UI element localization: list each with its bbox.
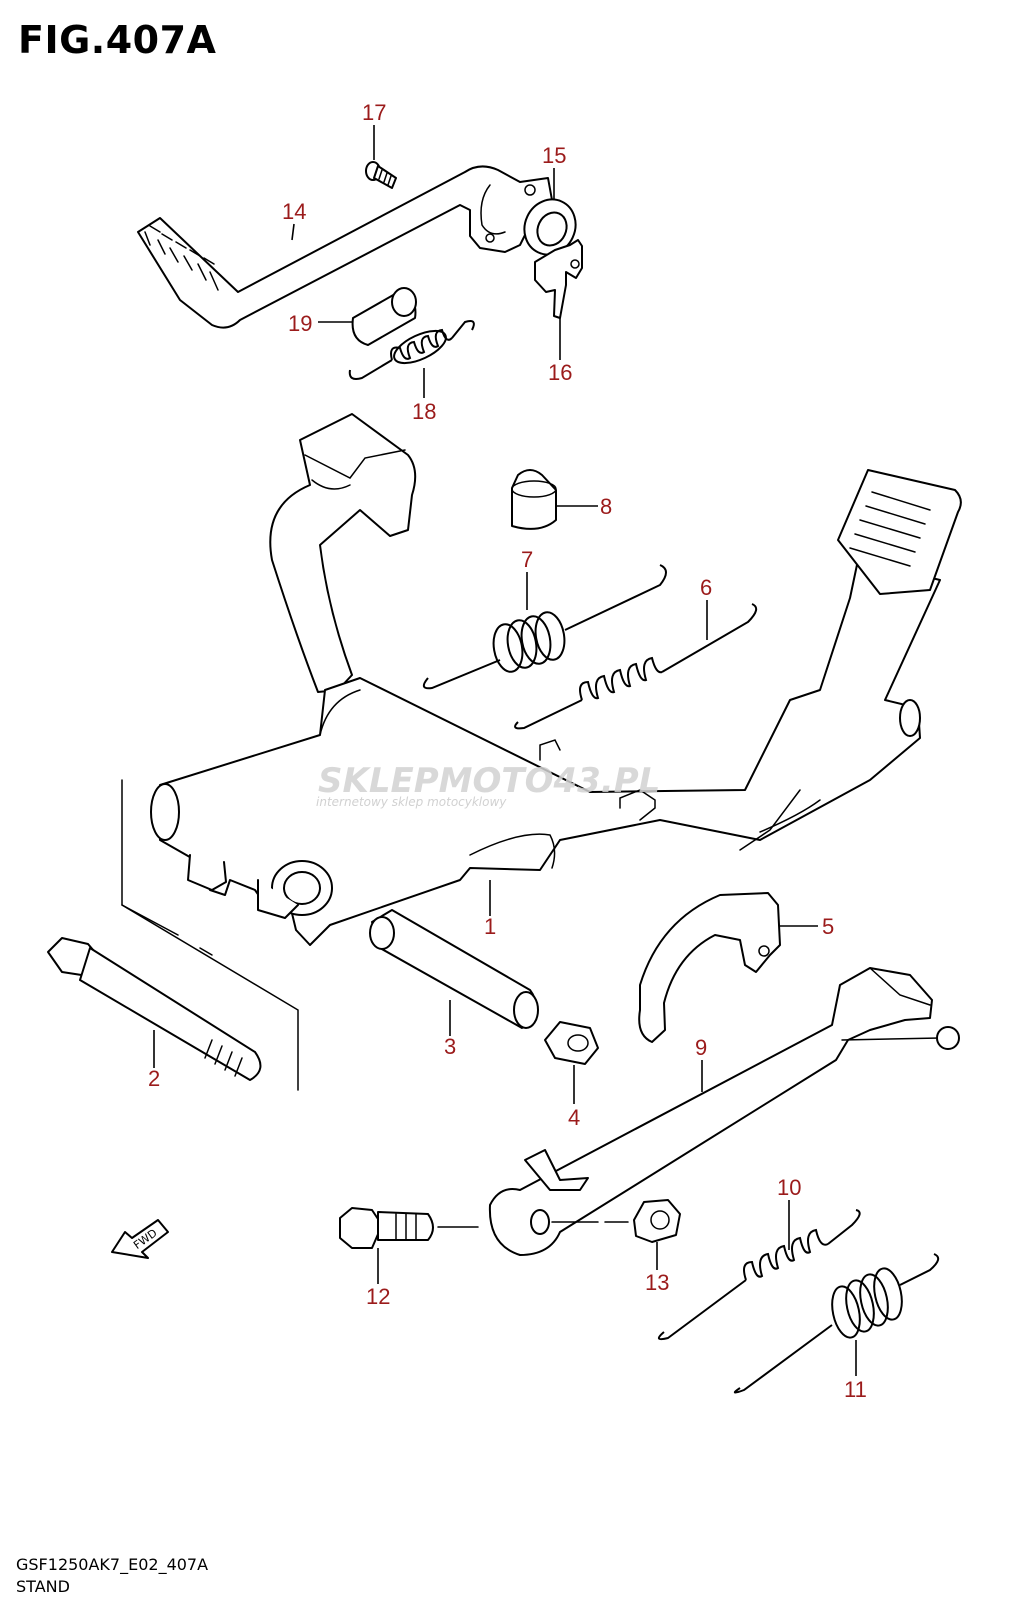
callout-8: 8	[600, 494, 612, 519]
spring-11-part	[733, 1253, 940, 1394]
pin-3-part	[369, 909, 539, 1029]
spring-7-part	[422, 564, 667, 690]
callout-13: 13	[645, 1270, 669, 1295]
callout-labels: 17 15 14 19 16 18 8 7 6 1 5 3 9 2 4 10 1…	[148, 100, 867, 1402]
callout-19: 19	[288, 311, 312, 336]
callout-11: 11	[844, 1377, 867, 1402]
bolt-17-part	[365, 161, 397, 189]
watermark-brand: SKLEPMOTO43.PL	[318, 761, 660, 801]
leader-lines	[153, 125, 857, 1376]
callout-3: 3	[444, 1034, 456, 1059]
spring-18-part	[348, 320, 475, 380]
callout-7: 7	[521, 547, 533, 572]
forward-direction-arrow-icon: FWD	[111, 1219, 169, 1259]
callout-6: 6	[700, 575, 712, 600]
bushing-19-part	[351, 287, 417, 346]
callout-14: 14	[282, 199, 306, 224]
center-stand-part	[150, 413, 962, 946]
clip-16-part	[534, 239, 583, 319]
callout-9: 9	[695, 1035, 707, 1060]
figure-title: FIG.407A	[18, 18, 217, 62]
bolt-2-part	[47, 937, 262, 1081]
brake-pedal-part	[137, 165, 553, 329]
callout-17: 17	[362, 100, 386, 125]
callout-4: 4	[568, 1105, 580, 1130]
assembly-frame-lines	[121, 779, 299, 1091]
nut-13-part	[633, 1199, 681, 1243]
callout-2: 2	[148, 1066, 160, 1091]
callout-1: 1	[484, 914, 496, 939]
callout-5: 5	[822, 914, 834, 939]
spring-10-part	[657, 1209, 861, 1341]
spring-6-part	[514, 603, 758, 730]
diagram-name: STAND	[16, 1577, 70, 1596]
callout-12: 12	[366, 1284, 390, 1309]
callout-18: 18	[412, 399, 436, 424]
nut-4-part	[544, 1021, 599, 1065]
callout-15: 15	[542, 143, 566, 168]
watermark: SKLEPMOTO43.PL internetowy sklep motocyk…	[316, 761, 660, 809]
bolt-12-part	[339, 1207, 434, 1249]
washer-15-part	[523, 198, 577, 256]
stopper-8-part	[511, 469, 557, 530]
diagram-code: GSF1250AK7_E02_407A	[16, 1555, 209, 1574]
callout-16: 16	[548, 360, 572, 385]
side-stand-part	[488, 967, 960, 1256]
callout-10: 10	[777, 1175, 801, 1200]
watermark-tagline: internetowy sklep motocyklowy	[316, 795, 507, 809]
bracket-5-part	[638, 892, 781, 1043]
